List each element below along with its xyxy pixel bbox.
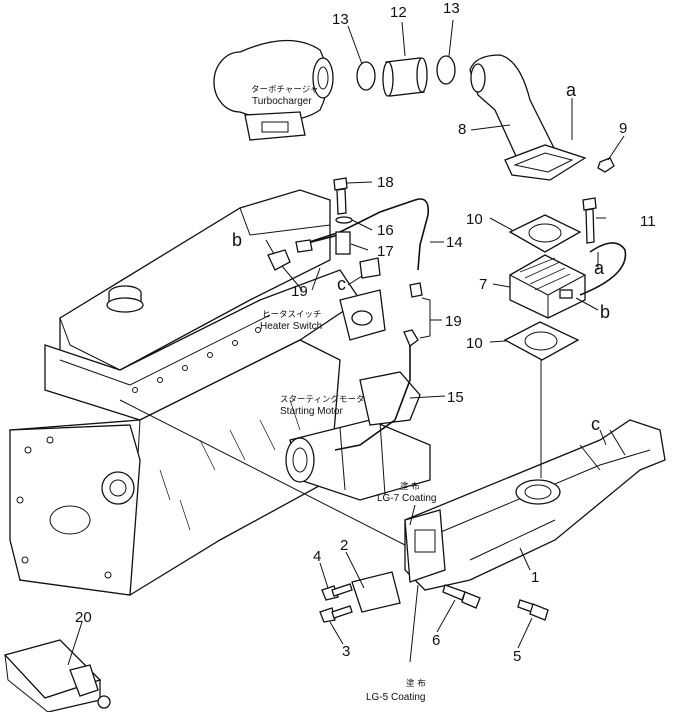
- lg5-coating-label-jp: 塗 布: [406, 678, 426, 689]
- callout-17: 17: [377, 243, 394, 260]
- intake-heater: [509, 254, 586, 319]
- callout-14: 14: [446, 234, 463, 251]
- heater-wire: [579, 242, 627, 296]
- ref-letter-b-left: b: [232, 230, 242, 250]
- callout-5: 5: [513, 648, 521, 665]
- lg5-coating-label: LG-5 Coating: [366, 692, 425, 703]
- callout-9: 9: [619, 120, 627, 137]
- ref-letter-c-right: c: [591, 414, 600, 434]
- cover-plate: [351, 571, 401, 613]
- callout-12: 12: [390, 4, 407, 21]
- callout-19-right: 19: [445, 313, 462, 330]
- callout-19-left: 19: [291, 283, 308, 300]
- callout-6: 6: [432, 632, 440, 649]
- bolt-top: [333, 177, 348, 215]
- bolt: [582, 197, 597, 244]
- ref-letter-b-right: b: [600, 302, 610, 322]
- turbocharger: [213, 39, 334, 141]
- heater-switch-label: Heater Switch: [260, 321, 322, 332]
- callout-20: 20: [75, 609, 92, 626]
- callout-1: 1: [531, 569, 539, 586]
- sleeve: [335, 231, 351, 255]
- callout-18: 18: [377, 174, 394, 191]
- callout-4: 4: [313, 548, 321, 565]
- callout-8: 8: [458, 121, 466, 138]
- ref-letter-a-top: a: [566, 80, 577, 100]
- hose: [382, 57, 428, 97]
- callout-2: 2: [340, 537, 348, 554]
- turbocharger-label: Turbocharger: [252, 96, 312, 107]
- callout-13-right: 13: [443, 0, 460, 17]
- intake-manifold: [404, 419, 666, 591]
- lg7-coating-label: LG-7 Coating: [377, 493, 436, 504]
- callout-10-upper: 10: [466, 211, 483, 228]
- lg7-coating-label-jp: 塗 布: [400, 481, 420, 492]
- callout-15: 15: [447, 389, 464, 406]
- starting-motor-label-jp: スターティングモータ: [280, 394, 365, 405]
- callout-16: 16: [377, 222, 394, 239]
- bolt-set: [319, 583, 549, 623]
- heater-switch-label-jp: ヒータスイッチ: [262, 310, 322, 320]
- washer: [335, 216, 353, 224]
- leader-lines: [67, 19, 625, 666]
- air-cleaner-part: [3, 639, 111, 712]
- hose-clamp-left: [356, 61, 376, 91]
- turbocharger-label-jp: ターボチャージャ: [251, 85, 318, 95]
- hose-clamp-right: [436, 55, 456, 85]
- callout-3: 3: [342, 643, 350, 660]
- bracket-c: [359, 257, 381, 279]
- nut: [597, 157, 615, 173]
- gasket-lower: [503, 321, 580, 361]
- callout-10-lower: 10: [466, 335, 483, 352]
- callout-7: 7: [479, 276, 487, 293]
- terminal-lower: [403, 329, 419, 348]
- starting-motor: [285, 371, 431, 501]
- intake-elbow: [469, 54, 587, 181]
- terminal-upper: [409, 282, 423, 298]
- starting-motor-label: Starting Motor: [280, 406, 343, 417]
- terminal-b: [267, 249, 291, 271]
- engine-block: [9, 189, 361, 596]
- callout-11: 11: [640, 213, 656, 230]
- heater-switch-body: [339, 289, 386, 341]
- ref-letter-c-left: c: [337, 274, 346, 294]
- ref-letter-a-heater: a: [594, 258, 605, 278]
- callout-13-left: 13: [332, 11, 349, 28]
- gasket-upper: [508, 214, 582, 253]
